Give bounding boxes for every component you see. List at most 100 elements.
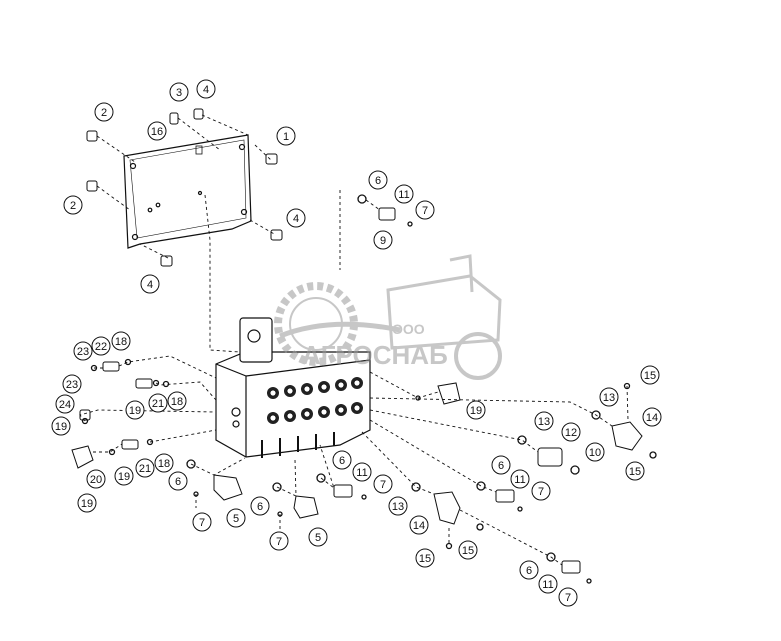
- callout-circle: [226, 508, 246, 528]
- callout-number: 18: [158, 458, 170, 470]
- callout-circle: [77, 493, 97, 513]
- callout-c18b: 18: [167, 391, 187, 411]
- callout-c6f: 6: [519, 560, 539, 580]
- callout-circle: [625, 461, 645, 481]
- callout-number: 23: [66, 379, 78, 391]
- callout-c11a: 11: [394, 184, 414, 204]
- callout-number: 23: [77, 346, 89, 358]
- callout-circle: [531, 481, 551, 501]
- callout-number: 19: [118, 471, 130, 483]
- callout-circle: [192, 512, 212, 532]
- callout-c7c: 7: [269, 531, 289, 551]
- callout-circle: [86, 469, 106, 489]
- callout-number: 19: [129, 405, 141, 417]
- callout-c23b: 23: [62, 374, 82, 394]
- callout-circle: [534, 411, 554, 431]
- callout-c2a: 2: [94, 102, 114, 122]
- callout-circle: [286, 208, 306, 228]
- callout-c5a: 5: [226, 508, 246, 528]
- callout-c15d: 15: [625, 461, 645, 481]
- callout-circle: [308, 527, 328, 547]
- callout-number: 6: [526, 565, 532, 577]
- callout-number: 4: [203, 84, 209, 96]
- callout-c11c: 11: [510, 469, 530, 489]
- callout-c4a: 4: [196, 79, 216, 99]
- callout-c19a: 19: [125, 400, 145, 420]
- callout-c21a: 21: [148, 393, 168, 413]
- callout-number: 2: [101, 107, 107, 119]
- callout-number: 11: [356, 467, 367, 479]
- callout-circle: [62, 374, 82, 394]
- callout-circle: [415, 548, 435, 568]
- callout-number: 13: [392, 501, 404, 513]
- callout-number: 15: [462, 545, 474, 557]
- callout-circle: [91, 336, 111, 356]
- callout-number: 20: [90, 474, 102, 486]
- callout-c1: 1: [276, 126, 296, 146]
- callout-c14b: 14: [642, 407, 662, 427]
- callout-number: 18: [115, 336, 127, 348]
- callout-circle: [585, 442, 605, 462]
- callout-circle: [538, 574, 558, 594]
- callout-number: 6: [175, 476, 181, 488]
- callout-circle: [394, 184, 414, 204]
- callout-c19c: 19: [114, 466, 134, 486]
- callout-c11b: 11: [352, 462, 372, 482]
- callout-circle: [114, 466, 134, 486]
- callout-number: 10: [589, 447, 601, 459]
- callout-circle: [167, 391, 187, 411]
- callout-c24: 24: [55, 394, 75, 414]
- seals: [81, 194, 657, 584]
- fittings: [71, 207, 643, 574]
- plate-bolts: [86, 108, 283, 267]
- callout-circle: [415, 200, 435, 220]
- callout-number: 19: [470, 405, 482, 417]
- callout-c19b: 19: [51, 416, 71, 436]
- callout-circle: [510, 469, 530, 489]
- callout-c11d: 11: [538, 574, 558, 594]
- callout-c14a: 14: [409, 515, 429, 535]
- callout-c13b: 13: [534, 411, 554, 431]
- callout-circle: [352, 462, 372, 482]
- callout-c4b: 4: [286, 208, 306, 228]
- callout-c2b: 2: [63, 195, 83, 215]
- callout-number: 4: [147, 279, 153, 291]
- valve-block: [215, 317, 371, 458]
- callout-number: 15: [644, 370, 656, 382]
- callout-circle: [642, 407, 662, 427]
- callout-number: 14: [646, 412, 658, 424]
- callout-number: 13: [538, 416, 550, 428]
- callout-number: 7: [565, 592, 571, 604]
- callout-c19e: 19: [466, 400, 486, 420]
- callout-circle: [388, 496, 408, 516]
- callout-circle: [561, 422, 581, 442]
- callout-number: 12: [565, 427, 577, 439]
- callout-circle: [147, 121, 167, 141]
- callout-circle: [558, 587, 578, 607]
- mounting-plate: [123, 134, 252, 249]
- callout-number: 6: [339, 455, 345, 467]
- callout-number: 2: [70, 200, 76, 212]
- callout-circle: [519, 560, 539, 580]
- watermark-name: АГРОСНАБ: [302, 340, 448, 370]
- callout-number: 7: [422, 205, 428, 217]
- callout-number: 21: [152, 398, 164, 410]
- callout-circle: [491, 455, 511, 475]
- callout-number: 6: [257, 501, 263, 513]
- callout-c20: 20: [86, 469, 106, 489]
- callout-number: 15: [419, 553, 431, 565]
- callout-c9: 9: [373, 230, 393, 250]
- callout-c13a: 13: [388, 496, 408, 516]
- callout-circle: [148, 393, 168, 413]
- callout-circle: [332, 450, 352, 470]
- callout-circle: [368, 170, 388, 190]
- callout-c18a: 18: [111, 331, 131, 351]
- callout-number: 16: [151, 126, 163, 138]
- callout-c6c: 6: [250, 496, 270, 516]
- callout-circle: [409, 515, 429, 535]
- callout-c7b: 7: [192, 512, 212, 532]
- callout-c3: 3: [169, 82, 189, 102]
- callout-circle: [458, 540, 478, 560]
- callout-circle: [373, 474, 393, 494]
- callout-circle: [276, 126, 296, 146]
